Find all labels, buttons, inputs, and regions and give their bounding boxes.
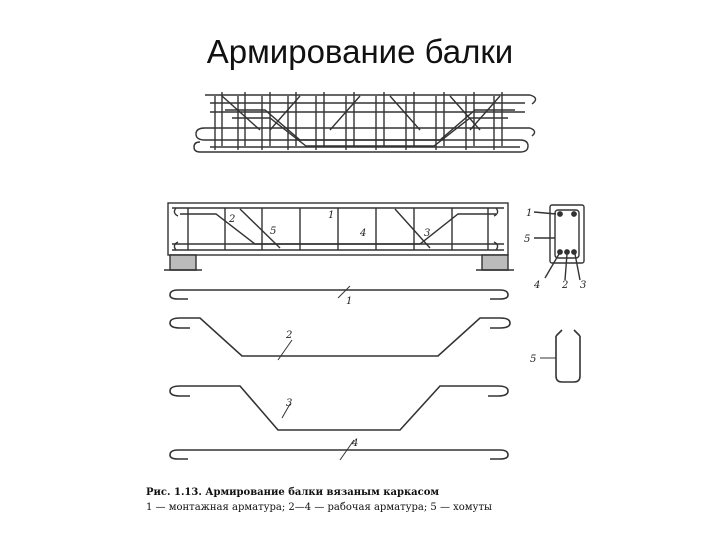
label-5-elev: 5	[270, 226, 276, 237]
beam-elevation	[164, 202, 514, 271]
figure-caption-title: Рис. 1.13. Армирование балки вязаным кар…	[146, 487, 566, 498]
bar-4-straight	[169, 439, 509, 461]
isometric-cage	[193, 92, 537, 153]
label-2-bar: 2	[285, 330, 292, 341]
label-5-stirrup: 5	[530, 354, 536, 365]
figure-caption-legend: 1 — монтажная арматура; 2—4 — рабочая ар…	[146, 502, 492, 513]
label-1-bar: 1	[346, 296, 352, 307]
label-4-bar: 4	[351, 438, 358, 449]
drawing-labels: 2 5 1 4 3 1 5 4 2 3 1 2 3 4 5	[228, 208, 586, 449]
label-3-section: 3	[580, 280, 586, 291]
slide-title: Армирование балки	[206, 33, 514, 70]
label-5-section: 5	[524, 234, 530, 245]
label-1-elev: 1	[328, 210, 334, 221]
stirrup-5	[540, 329, 581, 383]
label-1-section: 1	[526, 208, 532, 219]
label-3-elev: 3	[424, 228, 430, 239]
bar-1-straight	[169, 285, 509, 300]
bar-2-bent	[169, 317, 511, 361]
label-2-elev: 2	[228, 214, 235, 225]
label-4-section: 4	[533, 280, 540, 291]
bar-3-bent	[169, 385, 509, 431]
caption-line-1: Рис. 1.13. Армирование балки вязаным кар…	[146, 487, 440, 498]
beam-cross-section	[533, 204, 585, 281]
label-2-section: 2	[561, 280, 568, 291]
label-3-bar: 3	[286, 398, 292, 409]
label-4-elev: 4	[359, 228, 366, 239]
